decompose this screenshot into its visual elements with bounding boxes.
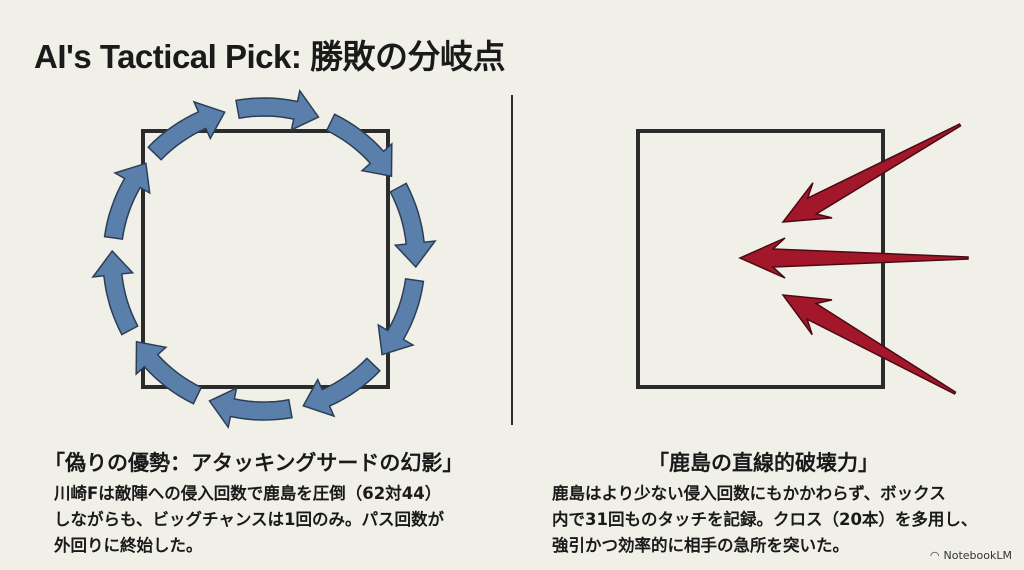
right-body-line: 鹿島はより少ない侵入回数にもかかわらず、ボックス <box>552 484 946 503</box>
blue-arrow <box>302 357 381 418</box>
blue-arrow <box>147 100 226 161</box>
right-body-line: 強引かつ効率的に相手の急所を突いた。 <box>552 536 849 555</box>
red-arrow <box>781 123 962 223</box>
brand-label: NotebookLM <box>943 549 1012 562</box>
left-heading: 「偽りの優勢：アタッキングサードの幻影」 <box>44 451 464 475</box>
blue-arrow <box>208 386 293 430</box>
left-body: 川崎Fは敵陣への侵入回数で鹿島を圧倒（62対44） しながらも、ビッグチャンスは… <box>54 481 494 559</box>
right-heading: 「鹿島の直線的破壊力」 <box>648 451 879 475</box>
red-arrow <box>738 237 969 279</box>
direct-arrows <box>738 123 969 395</box>
blue-arrow <box>325 113 393 178</box>
right-body-line: 内で31回ものタッチを記録。クロス（20本）を多用し、 <box>552 510 978 529</box>
left-body-line: 外回りに終始した。 <box>54 536 203 555</box>
right-body: 鹿島はより少ない侵入回数にもかかわらず、ボックス 内で31回ものタッチを記録。ク… <box>552 481 1002 559</box>
blue-arrow <box>377 278 425 356</box>
red-arrow <box>781 294 957 395</box>
left-body-line: 川崎Fは敵陣への侵入回数で鹿島を圧倒（62対44） <box>54 484 442 503</box>
brand-watermark: ◠ NotebookLM <box>930 549 1012 562</box>
page-title: AI's Tactical Pick: 勝敗の分岐点 <box>34 38 506 75</box>
circulating-arrows <box>91 88 437 430</box>
blue-arrow <box>91 249 139 336</box>
blue-arrow <box>235 88 320 132</box>
left-body-line: しながらも、ビッグチャンスは1回のみ。パス回数が <box>54 510 444 529</box>
blue-arrow <box>135 340 203 405</box>
blue-arrow <box>389 182 437 269</box>
notebooklm-logo-icon: ◠ <box>929 549 940 562</box>
blue-arrow <box>103 162 151 240</box>
left-square <box>141 129 390 389</box>
